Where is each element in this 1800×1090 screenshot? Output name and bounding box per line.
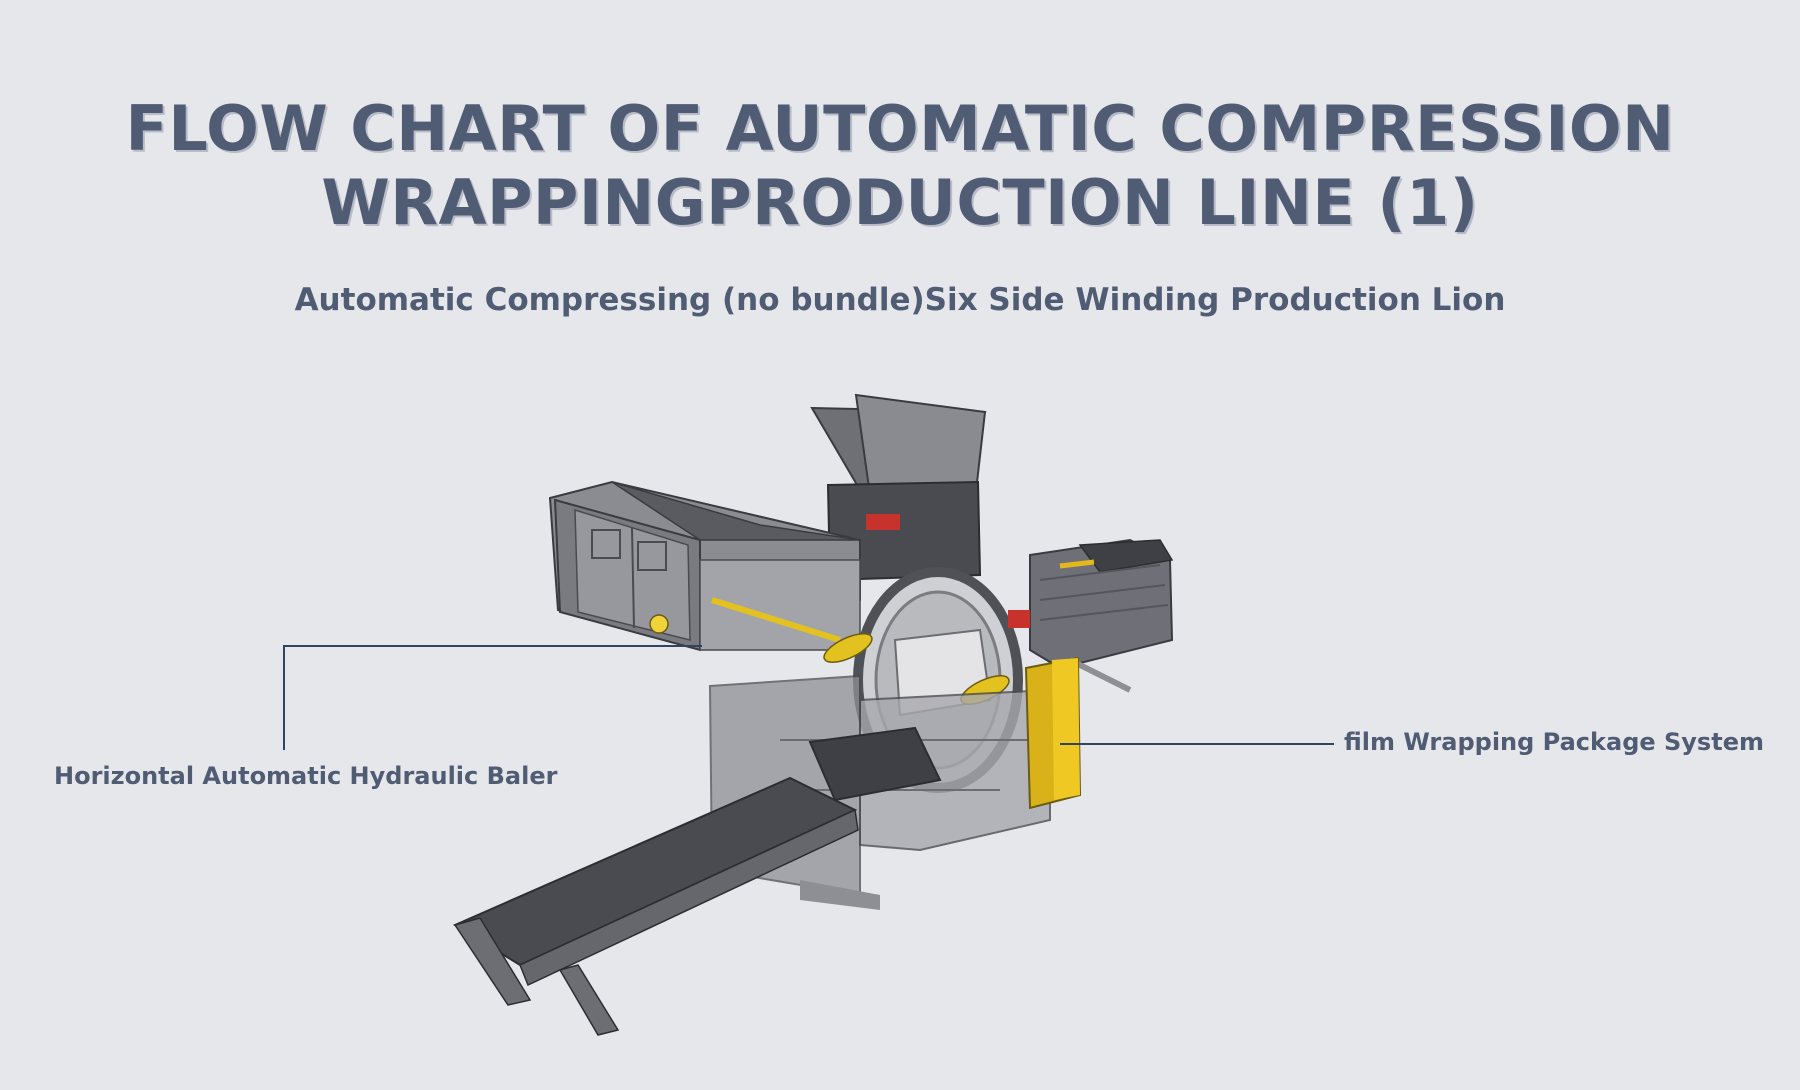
baler-body [548,480,861,652]
title-line-1: FLOW CHART OF AUTOMATIC COMPRESSION [125,92,1675,165]
wrapper-label: film Wrapping Package System [1344,728,1764,756]
red-indicator [1008,610,1030,628]
feed-hopper [810,393,987,582]
compression-chamber [1029,538,1174,693]
warning-plate [866,514,900,530]
page-subtitle: Automatic Compressing (no bundle)Six Sid… [294,282,1506,318]
title-line-2: WRAPPINGPRODUCTION LINE (1) [321,166,1479,239]
baler-leader-line [283,645,702,750]
baler-label: Horizontal Automatic Hydraulic Baler [54,762,558,790]
outfeed-conveyor [452,726,942,1036]
page-title: FLOW CHART OF AUTOMATIC COMPRESSION WRAP… [0,92,1800,240]
